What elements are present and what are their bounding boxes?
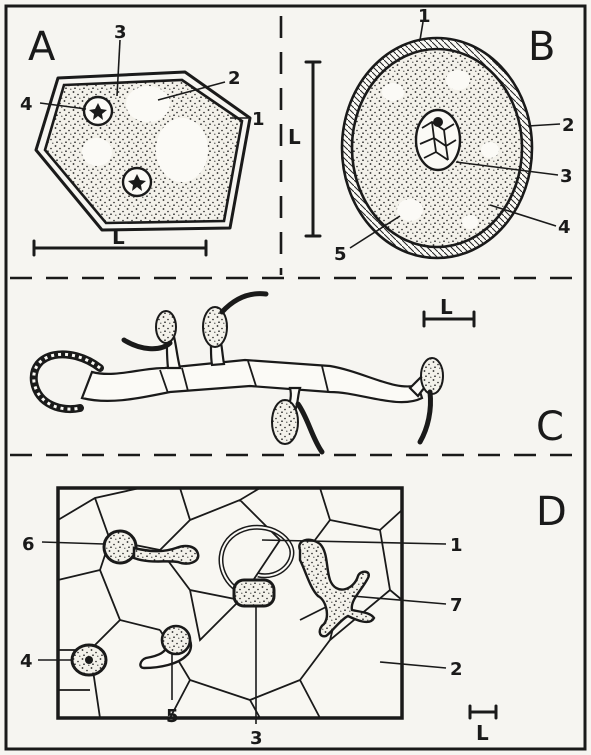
label-b-5: 5 bbox=[334, 244, 347, 265]
label-d-7: 7 bbox=[450, 595, 463, 616]
label-d-2: 2 bbox=[450, 659, 463, 680]
spore-in-host-3 bbox=[234, 580, 274, 606]
label-b-4: 4 bbox=[558, 217, 571, 238]
scale-bar-d: L bbox=[470, 706, 496, 745]
spore-b-vacuole-3 bbox=[481, 142, 499, 158]
cell-a-vacuole-top bbox=[126, 86, 170, 122]
label-a-4: 4 bbox=[20, 94, 33, 115]
spore-with-tube-6 bbox=[104, 531, 136, 563]
sporangium-3 bbox=[272, 400, 298, 444]
hypha-main bbox=[82, 360, 422, 402]
label-b-1: 1 bbox=[418, 6, 431, 27]
zoospore-tube-4 bbox=[420, 392, 431, 442]
scale-bar-c: L bbox=[424, 295, 474, 326]
label-a-2: 2 bbox=[228, 68, 241, 89]
label-a-1: 1 bbox=[252, 109, 265, 130]
panel-c-letter: C bbox=[536, 404, 564, 450]
label-d-1: 1 bbox=[450, 535, 463, 556]
zoospore-tube-3 bbox=[298, 404, 322, 452]
label-d-5: 5 bbox=[166, 706, 179, 727]
zoospore-tube-2 bbox=[222, 294, 266, 312]
germinating-spore-5-body bbox=[162, 626, 190, 654]
label-d-4: 4 bbox=[20, 651, 33, 672]
spore-b-vacuole-4 bbox=[397, 199, 423, 221]
label-b-2: 2 bbox=[562, 115, 575, 136]
panel-b: B 1 2 3 4 5 L bbox=[288, 6, 575, 265]
scale-label-b: L bbox=[288, 125, 301, 149]
label-d-6: 6 bbox=[22, 534, 35, 555]
scale-label-d: L bbox=[476, 721, 489, 745]
scale-label-a: L bbox=[112, 225, 125, 249]
cell-a-vacuole-large bbox=[156, 118, 208, 182]
panel-a-letter: A bbox=[28, 24, 56, 70]
label-d-3: 3 bbox=[250, 728, 263, 749]
resting-spore-4-nucleus bbox=[85, 656, 93, 664]
leader-b-2 bbox=[528, 124, 560, 126]
label-a-3: 3 bbox=[114, 22, 127, 43]
panel-b-letter: B bbox=[528, 24, 555, 70]
cell-a-vacuole-left bbox=[82, 138, 112, 166]
label-b-3: 3 bbox=[560, 166, 573, 187]
scale-label-c: L bbox=[440, 295, 453, 319]
spore-b-vacuole-5 bbox=[462, 215, 478, 229]
panel-d: D 6 1 7 4 2 5 3 bbox=[20, 488, 567, 749]
panel-c: C L bbox=[34, 294, 564, 452]
panel-a: A 3 2 4 1 L bbox=[20, 22, 265, 255]
spore-b-nucleolus bbox=[433, 117, 443, 127]
panel-d-letter: D bbox=[536, 489, 567, 535]
spore-b-vacuole-2 bbox=[446, 70, 470, 90]
scale-bar-b: L bbox=[288, 62, 320, 236]
sporangium-4 bbox=[421, 358, 443, 394]
spore-b-vacuole-1 bbox=[382, 83, 404, 101]
sporangium-1 bbox=[156, 311, 176, 343]
